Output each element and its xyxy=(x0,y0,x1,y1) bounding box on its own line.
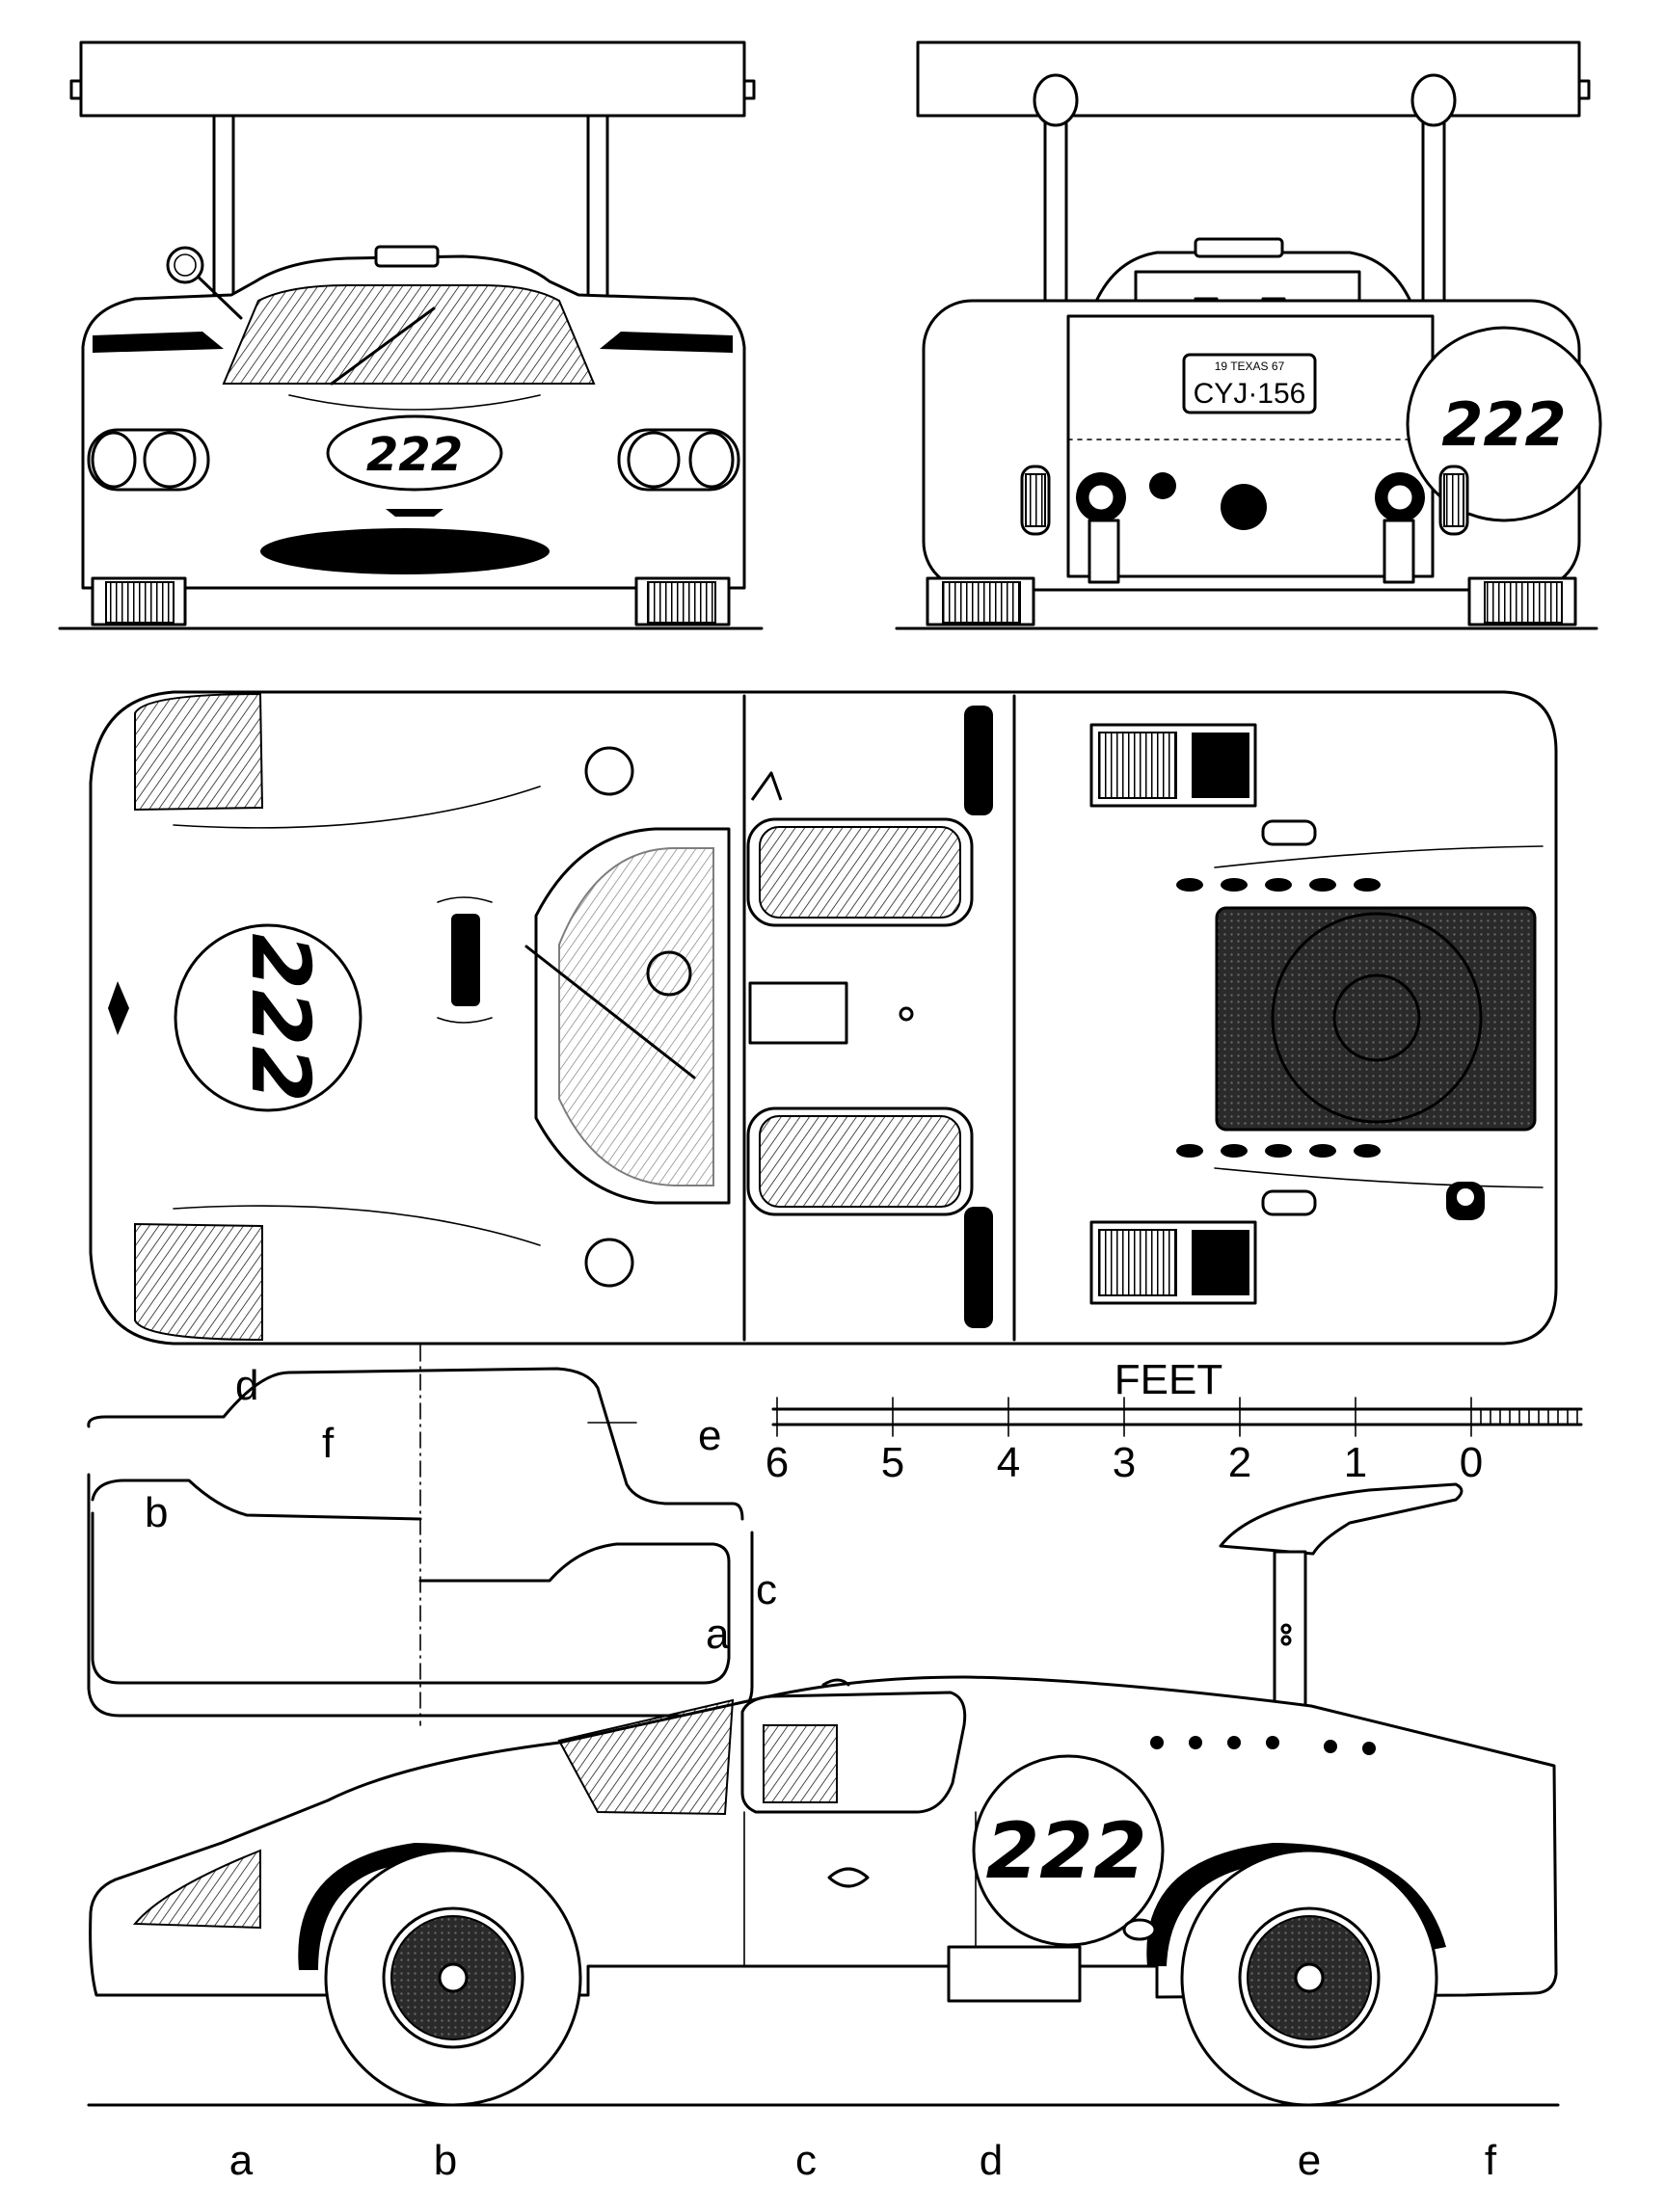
station-label: c xyxy=(795,2137,817,2184)
front-race-number: 222 xyxy=(366,428,463,482)
scale-label: 1 xyxy=(1344,1439,1367,1486)
top-view: 222 xyxy=(89,690,1558,1346)
side-number-circle xyxy=(972,1754,1165,1947)
section-label-a: a xyxy=(706,1611,730,1658)
mirror xyxy=(166,246,204,284)
side-view-wing xyxy=(1219,1482,1464,1556)
scale-bar: FEET 6 5 4 3 2 1 0 xyxy=(765,1356,1583,1486)
scale-label: 0 xyxy=(1460,1439,1483,1486)
front-view-wing-strut-right xyxy=(586,114,609,310)
scale-unit: FEET xyxy=(1114,1356,1222,1403)
scale-label: 4 xyxy=(997,1439,1020,1486)
license-plate-number: CYJ·156 xyxy=(1194,378,1306,410)
station-label: f xyxy=(1485,2137,1497,2184)
section-label-f: f xyxy=(322,1420,335,1467)
side-race-number: 222 xyxy=(986,1806,1147,1896)
scale-label: 3 xyxy=(1113,1439,1136,1486)
rear-view: 19 TEXAS 67 CYJ·156 222 xyxy=(895,40,1602,630)
license-plate-top: 19 TEXAS 67 xyxy=(1215,360,1285,373)
front-number-oval xyxy=(326,414,503,492)
scale-label: 5 xyxy=(881,1439,904,1486)
section-view: d f b e c a xyxy=(87,1345,777,1726)
station-label: b xyxy=(434,2137,457,2184)
section-label-e: e xyxy=(698,1412,721,1459)
station-label: e xyxy=(1298,2137,1321,2184)
top-number-circle xyxy=(174,923,363,1112)
windshield xyxy=(222,284,596,385)
section-label-b: b xyxy=(145,1489,168,1536)
engine-mesh xyxy=(1215,906,1537,1132)
top-race-number: 222 xyxy=(233,933,328,1102)
scale-label: 2 xyxy=(1228,1439,1251,1486)
side-view: 222 a b c d e f xyxy=(87,1482,1560,2184)
front-view-wing xyxy=(79,40,746,118)
license-plate xyxy=(1182,353,1317,414)
section-label-d: d xyxy=(235,1362,258,1409)
rear-race-number: 222 xyxy=(1441,389,1566,460)
scale-label: 6 xyxy=(765,1439,789,1486)
station-label: a xyxy=(229,2137,254,2184)
front-view-wing-strut-left xyxy=(212,114,235,310)
rear-view-wing xyxy=(916,40,1581,118)
section-label-c: c xyxy=(756,1566,777,1613)
front-view: 222 xyxy=(58,40,764,630)
station-label: d xyxy=(980,2137,1003,2184)
front-intake xyxy=(260,528,550,574)
